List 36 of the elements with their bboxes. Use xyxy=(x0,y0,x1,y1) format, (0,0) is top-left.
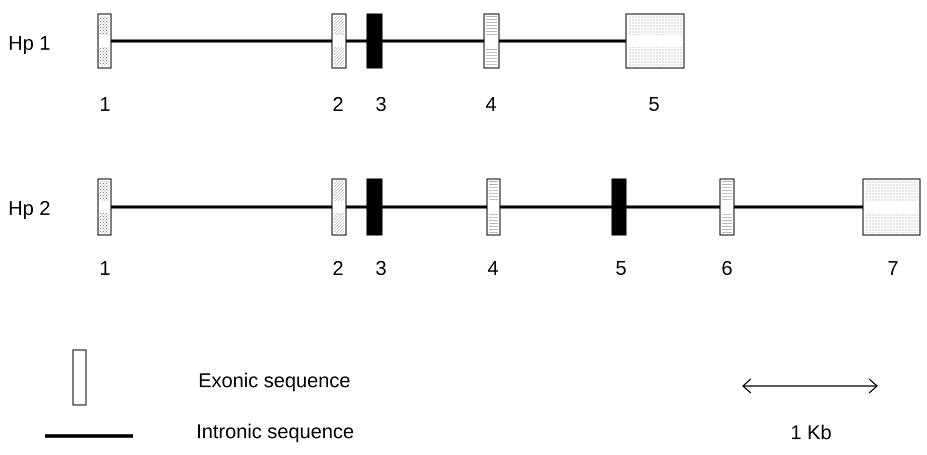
exon-number: 4 xyxy=(486,97,496,111)
exon-box xyxy=(720,178,734,236)
exon-box xyxy=(626,14,684,68)
intron-line xyxy=(734,206,862,208)
row-label: Hp 2 xyxy=(10,200,50,220)
intron-line xyxy=(382,40,484,42)
exon-number: 3 xyxy=(376,260,386,276)
exon-number: 7 xyxy=(888,261,898,275)
exon-number: 1 xyxy=(100,261,110,275)
exon-box xyxy=(98,178,112,236)
intron-line xyxy=(112,40,332,42)
legend-text: Exonic sequence xyxy=(200,372,350,392)
exon-number: 5 xyxy=(616,261,626,275)
row-label: Hp 1 xyxy=(10,36,50,54)
exon-number: 1 xyxy=(100,97,110,111)
exon-number: 5 xyxy=(649,97,659,111)
exon-number: 6 xyxy=(722,260,732,276)
exon-box xyxy=(486,178,500,236)
intron-line xyxy=(346,40,366,42)
exon-box xyxy=(366,14,382,68)
intron-line xyxy=(382,206,486,208)
scale-label: 1 Kb xyxy=(792,424,831,440)
intron-line xyxy=(500,206,612,208)
exon-box xyxy=(98,14,112,68)
exon-number: 2 xyxy=(333,261,343,275)
intron-line xyxy=(346,206,366,208)
intron-line xyxy=(500,40,626,42)
legend-text: Intronic sequence xyxy=(198,424,354,442)
exon-number: 4 xyxy=(488,261,498,275)
exon-box xyxy=(612,178,626,236)
intron-line xyxy=(112,206,332,208)
exon-box xyxy=(366,178,382,236)
intron-line xyxy=(626,206,720,208)
exon-box xyxy=(862,178,920,236)
exon-number: 2 xyxy=(333,97,343,111)
exon-number: 3 xyxy=(376,96,386,112)
